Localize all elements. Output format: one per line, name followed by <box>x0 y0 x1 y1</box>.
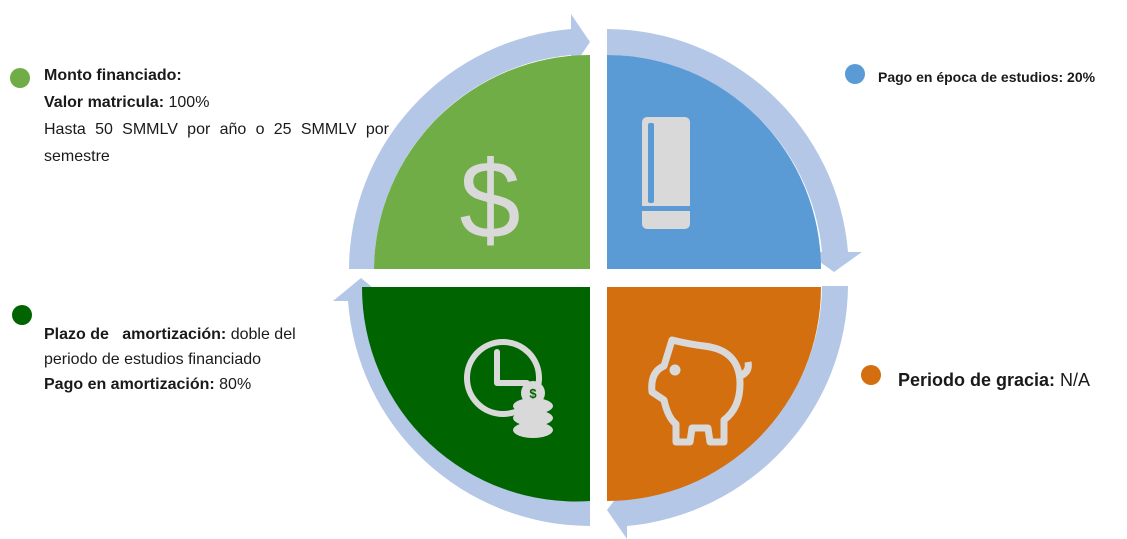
callout-pago-estudios: Pago en época de estudios: 20% <box>878 64 1123 91</box>
arrow-top-right <box>607 29 862 272</box>
bullet-green <box>10 68 30 88</box>
dollar-icon: $ <box>459 139 520 262</box>
gracia-label: Periodo de gracia: <box>898 370 1056 390</box>
valor-matricula-value: 100% <box>164 94 210 111</box>
quadrant-bottom-right <box>607 287 821 501</box>
pago-estudios-text: Pago en época de estudios: 20% <box>878 69 1096 85</box>
piggy-bank-icon <box>648 336 752 446</box>
monto-title: Monto financiado: <box>44 67 182 84</box>
cycle-arrows <box>333 14 862 539</box>
pago-amortizacion-label: Pago en amortización: <box>44 376 215 393</box>
plazo-label: Plazo de amortización: <box>44 326 227 343</box>
book-icon <box>642 117 690 229</box>
callout-plazo-amortizacion: Plazo de amortización: doble del periodo… <box>44 322 334 397</box>
gracia-value: N/A <box>1055 370 1091 390</box>
svg-text:$: $ <box>459 139 520 262</box>
quadrant-top-left <box>374 54 590 269</box>
pago-amortizacion-value: 80% <box>214 376 252 393</box>
arrow-bottom-right <box>607 286 848 539</box>
arrow-top-left <box>349 14 590 269</box>
svg-text:$: $ <box>529 386 537 401</box>
bullet-orange <box>861 365 881 385</box>
plazo-text: doble del periodo de estudios financiado <box>44 326 296 368</box>
callout-monto-financiado: Monto financiado: Valor matricula: 100% … <box>44 62 389 170</box>
monto-limit-text: Hasta 50 SMMLV por año o 25 SMMLV por se… <box>44 121 389 165</box>
quadrant-bottom-left <box>361 287 590 502</box>
arrow-bottom-left <box>333 278 590 526</box>
quadrant-top-right <box>607 55 821 269</box>
valor-matricula-label: Valor matricula: <box>44 94 165 111</box>
bullet-dark-green <box>12 305 32 325</box>
clock-coins-icon: $ <box>464 339 553 438</box>
callout-periodo-gracia: Periodo de gracia: N/A <box>898 367 1123 394</box>
bullet-blue <box>845 64 865 84</box>
